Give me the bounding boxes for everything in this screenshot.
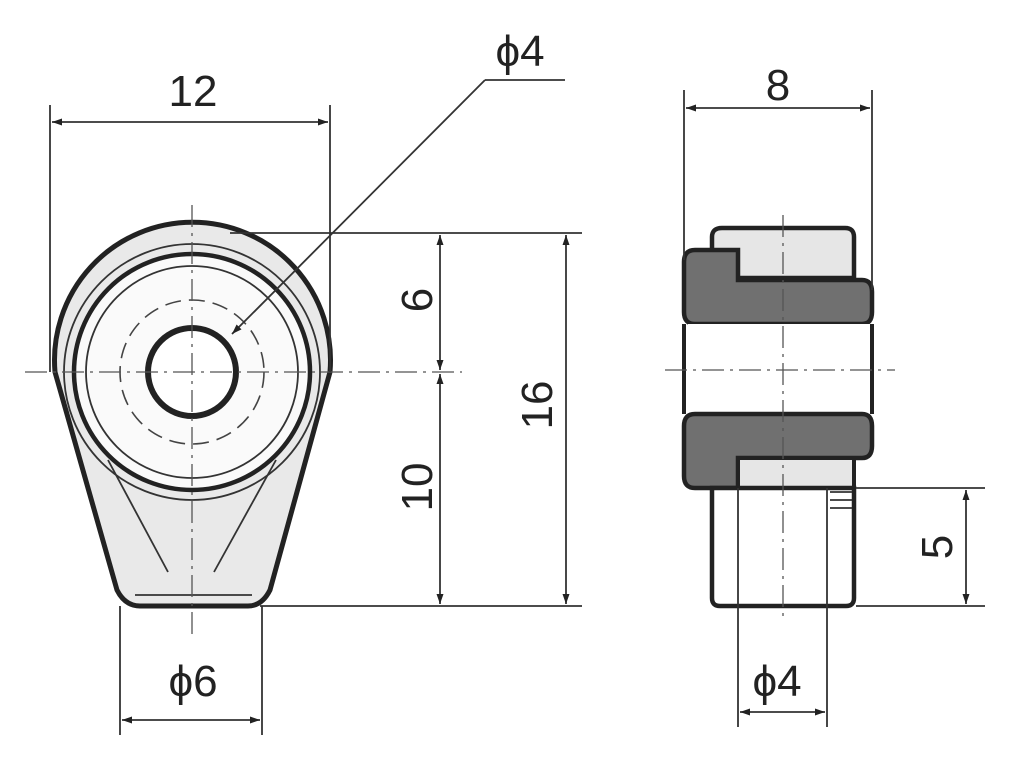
- side-bottom-cap: [736, 456, 856, 490]
- dim-label-phi6: ϕ6: [168, 657, 217, 706]
- side-view: 8 5 ϕ4: [665, 61, 985, 727]
- front-view: 12 ϕ4 6 10 16 ϕ6: [25, 27, 582, 735]
- dim-label-6: 6: [393, 288, 442, 312]
- dim-label-5: 5: [913, 535, 962, 559]
- dim-label-10: 10: [393, 463, 442, 512]
- dim-label-shaft-phi4: ϕ4: [752, 657, 801, 706]
- side-shaft: [709, 485, 857, 609]
- dim-label-hole-phi4: ϕ4: [495, 27, 544, 76]
- stem-line-right: [213, 459, 277, 573]
- side-bore: [688, 324, 870, 414]
- leader-phi4: [231, 79, 486, 335]
- dim-label-8: 8: [766, 61, 790, 110]
- dim-label-12: 12: [169, 67, 218, 116]
- dim-label-16: 16: [513, 381, 562, 430]
- stem-line-left: [107, 459, 169, 573]
